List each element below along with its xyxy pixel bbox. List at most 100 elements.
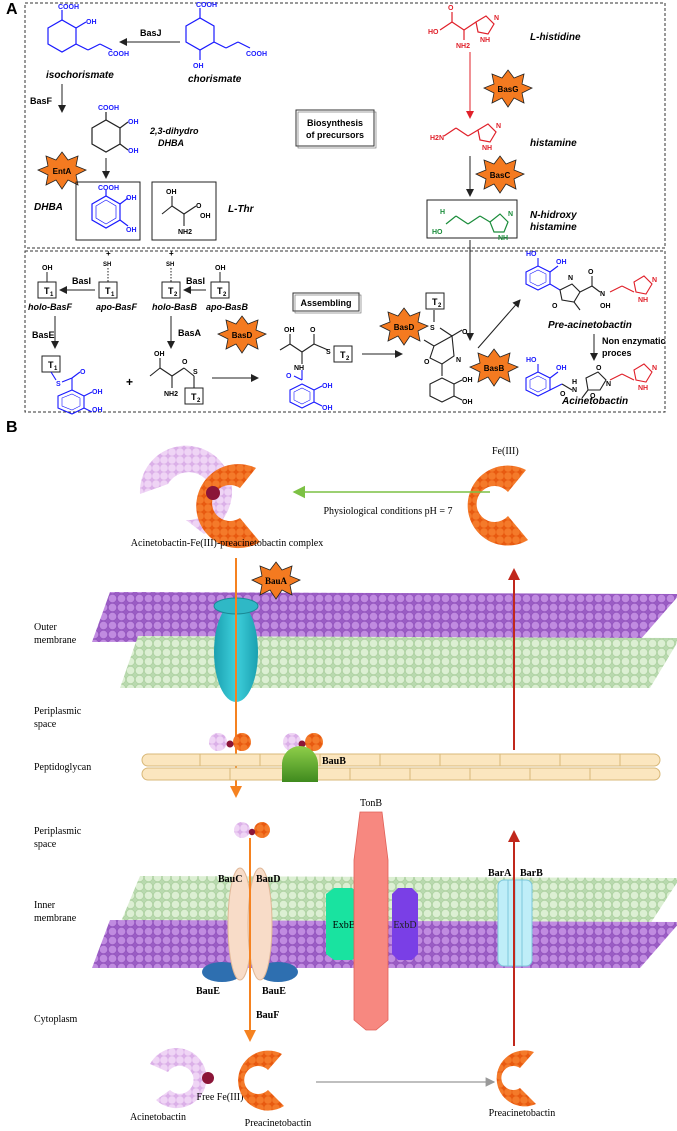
baua-label: BauA bbox=[265, 576, 288, 586]
free-fe-dot bbox=[202, 1072, 214, 1084]
t2-oxazoline-t: T bbox=[432, 297, 438, 307]
chorismate-oh: OH bbox=[193, 63, 204, 70]
t2-apo-box bbox=[210, 281, 230, 299]
t2-apo-oh: OH bbox=[215, 265, 226, 272]
basi-label-2: BasI bbox=[186, 276, 205, 286]
exbd-label: ExbD bbox=[393, 920, 416, 931]
chorismate-label: chorismate bbox=[188, 74, 242, 85]
assembling-label: Assembling bbox=[300, 298, 351, 308]
isochorismate-structure bbox=[47, 10, 113, 53]
lhis-nh: NH bbox=[480, 37, 490, 44]
dhba-oh2: OH bbox=[126, 227, 137, 234]
acinetobactin-core bbox=[561, 371, 607, 399]
baub-protein bbox=[282, 746, 318, 782]
panel-a-letter: A bbox=[6, 1, 18, 18]
lhistidine-label: L-histidine bbox=[530, 32, 581, 43]
t2-intermediate-box bbox=[333, 345, 353, 363]
preacinetobactin-label-2: Preacinetobactin bbox=[489, 1108, 556, 1119]
assembling-label-box bbox=[292, 292, 360, 312]
lhis-ho: HO bbox=[428, 29, 439, 36]
basd-star-1 bbox=[217, 315, 267, 354]
intermediate-aryl-structure bbox=[289, 370, 323, 409]
chorismate-cooh: COOH bbox=[196, 2, 217, 9]
dhba-cooh: COOH bbox=[98, 185, 119, 192]
lhistidine-structure bbox=[439, 12, 495, 40]
pre-acinetobactin-oh: OH bbox=[556, 259, 567, 266]
biosynthesis-label-line2: of precursors bbox=[306, 130, 364, 140]
apo-basb-label: apo-BasB bbox=[206, 302, 249, 312]
acinetobactin-label: Acinetobactin bbox=[561, 396, 628, 407]
isochorismate-cooh: COOH bbox=[58, 4, 79, 11]
t1-sh: SH bbox=[103, 262, 111, 268]
t1-loaded-oh1: OH bbox=[92, 389, 103, 396]
t2-loaded-box bbox=[184, 387, 204, 405]
intermediate-oh: OH bbox=[284, 327, 295, 334]
tonb-label: TonB bbox=[360, 798, 382, 809]
cytoplasm-label: Cytoplasm bbox=[34, 1014, 78, 1025]
t2-apo-t: T bbox=[217, 286, 223, 296]
nhydroxy-ho: HO bbox=[432, 229, 443, 236]
t1-plus: + bbox=[106, 249, 111, 258]
basf-label: BasF bbox=[30, 96, 53, 106]
oxazoline-o2: O bbox=[424, 359, 430, 366]
tonb-protein bbox=[353, 811, 389, 1031]
lhis-o: O bbox=[448, 5, 454, 12]
pre-acinetobactin-ho: HO bbox=[526, 251, 537, 258]
basj-label: BasJ bbox=[140, 28, 162, 38]
periplasmic-1-label-line1: Periplasmic bbox=[34, 706, 82, 717]
basd-label-1: BasD bbox=[232, 331, 253, 340]
pre-acinetobactin-nh: NH bbox=[638, 297, 648, 304]
bauc-baud-transporter bbox=[227, 867, 273, 981]
t2-plus: + bbox=[169, 249, 174, 258]
t2-sh: SH bbox=[166, 262, 174, 268]
peptidoglycan-label: Peptidoglycan bbox=[34, 762, 91, 773]
intermediate-oh1: OH bbox=[322, 383, 333, 390]
periplasmic-2-label-line2: space bbox=[34, 839, 57, 850]
pre-acinetobactin-o: O bbox=[588, 269, 594, 276]
histamine-n: N bbox=[496, 123, 501, 130]
top-complex bbox=[139, 445, 260, 549]
oxazoline-s: S bbox=[430, 325, 435, 332]
outer-membrane-green bbox=[120, 636, 677, 688]
t2-loaded-t: T bbox=[191, 392, 197, 402]
t2-intermediate-t: T bbox=[340, 350, 346, 360]
preacinetobactin-top bbox=[467, 465, 528, 546]
preacinetobactin-bottom-left bbox=[238, 1050, 284, 1111]
acinetobactin-o: O bbox=[560, 391, 566, 398]
assembly-plus: + bbox=[126, 375, 133, 389]
holo-basf-label: holo-BasF bbox=[28, 302, 73, 312]
apo-basf-label: apo-BasF bbox=[96, 302, 138, 312]
t2-apo-sub: 2 bbox=[223, 292, 227, 298]
dihydro-oh2: OH bbox=[128, 148, 139, 155]
basb-label: BasB bbox=[484, 364, 505, 373]
thr-t2-nh2: NH2 bbox=[164, 391, 178, 398]
acinetobactin-oh: OH bbox=[556, 365, 567, 372]
peptidoglycan-layer bbox=[141, 753, 661, 781]
t1-apo-oh: OH bbox=[42, 265, 53, 272]
oxazoline-oh2: OH bbox=[462, 399, 473, 406]
dihydro-label-line1: 2,3-dihydro bbox=[149, 126, 199, 136]
biosynthesis-label-box bbox=[295, 109, 375, 147]
lhis-nh2: NH2 bbox=[456, 43, 470, 50]
basi-label-1: BasI bbox=[72, 276, 91, 286]
isochorismate-oh: OH bbox=[86, 19, 97, 26]
t1-loaded-oh2: OH bbox=[92, 407, 103, 414]
fe-top-label: Fe(III) bbox=[492, 446, 519, 457]
acinetobactin-free bbox=[150, 1048, 207, 1109]
pre-acinetobactin-n2: N bbox=[600, 291, 605, 298]
baue-left-label: BauE bbox=[196, 986, 220, 997]
dihydro-label-line2: DHBA bbox=[158, 138, 184, 148]
outer-membrane-purple bbox=[92, 592, 677, 642]
thr-t2-structure bbox=[149, 358, 195, 388]
lthr-label: L-Thr bbox=[228, 204, 255, 215]
t1-loaded-t: T bbox=[48, 360, 54, 370]
inner-membrane-label-line1: Inner bbox=[34, 900, 56, 911]
exbd-protein bbox=[392, 888, 418, 960]
acinetobactin-o2: O bbox=[596, 365, 602, 372]
oxazoline-o: O bbox=[462, 329, 468, 336]
acinetobactin-n3: N bbox=[652, 365, 657, 372]
nhydroxy-structure bbox=[445, 213, 509, 233]
biosynthesis-label-line1: Biosynthesis bbox=[307, 118, 363, 128]
non-enzymatic-label-line2: proces bbox=[602, 348, 632, 358]
oxazoline-n: N bbox=[456, 357, 461, 364]
